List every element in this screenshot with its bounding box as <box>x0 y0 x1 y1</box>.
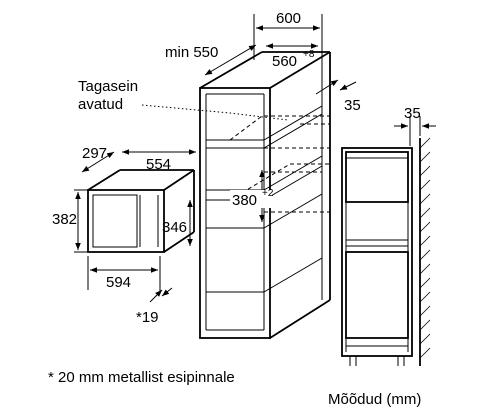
dim-594-label: 594 <box>106 274 131 291</box>
units-label: Mõõdud (mm) <box>328 391 421 408</box>
dim-554-label: 554 <box>146 156 171 173</box>
back-wall-label-line2: avatud <box>78 96 123 113</box>
back-wall-label-line1: Tagasein <box>78 78 138 95</box>
dim-min550-label: min 550 <box>165 44 218 61</box>
dim-cabinet-35: 35 <box>315 79 361 114</box>
footnote: * 20 mm metallist esipinnale <box>48 369 235 386</box>
dim-380-label: 380 <box>232 192 257 209</box>
dim-oven-front-width: 594 <box>87 256 161 292</box>
dim-297-label: 297 <box>82 145 107 162</box>
dim-35-side-label: 35 <box>404 105 421 122</box>
dim-600-label: 600 <box>276 10 301 27</box>
microwave-unit <box>87 169 195 253</box>
dim-oven-height: 382 <box>52 189 88 253</box>
dim-19-label: *19 <box>136 309 159 326</box>
dim-560-label: 560 <box>272 53 297 70</box>
dim-side-gap: 35 <box>394 105 436 146</box>
dim-35-cabinet-label: 35 <box>344 97 361 114</box>
back-wall-leader <box>141 104 289 121</box>
dim-oven-width-inner: 554 <box>122 149 196 173</box>
dim-560-tolerance: +8 <box>303 49 315 60</box>
dim-oven-depth: 297 <box>81 145 115 173</box>
side-section-view <box>341 137 431 366</box>
dim-380-tolerance: +2 <box>262 188 274 199</box>
dim-niche-height: 380 +2 <box>230 170 274 222</box>
dim-382-label: 382 <box>52 211 77 228</box>
dim-346-label: 346 <box>162 219 187 236</box>
dim-oven-inner-height: 346 <box>162 200 193 246</box>
dim-cabinet-depth: min 550 <box>165 44 257 76</box>
dim-niche-width: 560 +8 <box>266 43 318 70</box>
dim-oven-front-offset: *19 <box>136 287 173 326</box>
dim-cabinet-width: 600 <box>253 10 323 60</box>
